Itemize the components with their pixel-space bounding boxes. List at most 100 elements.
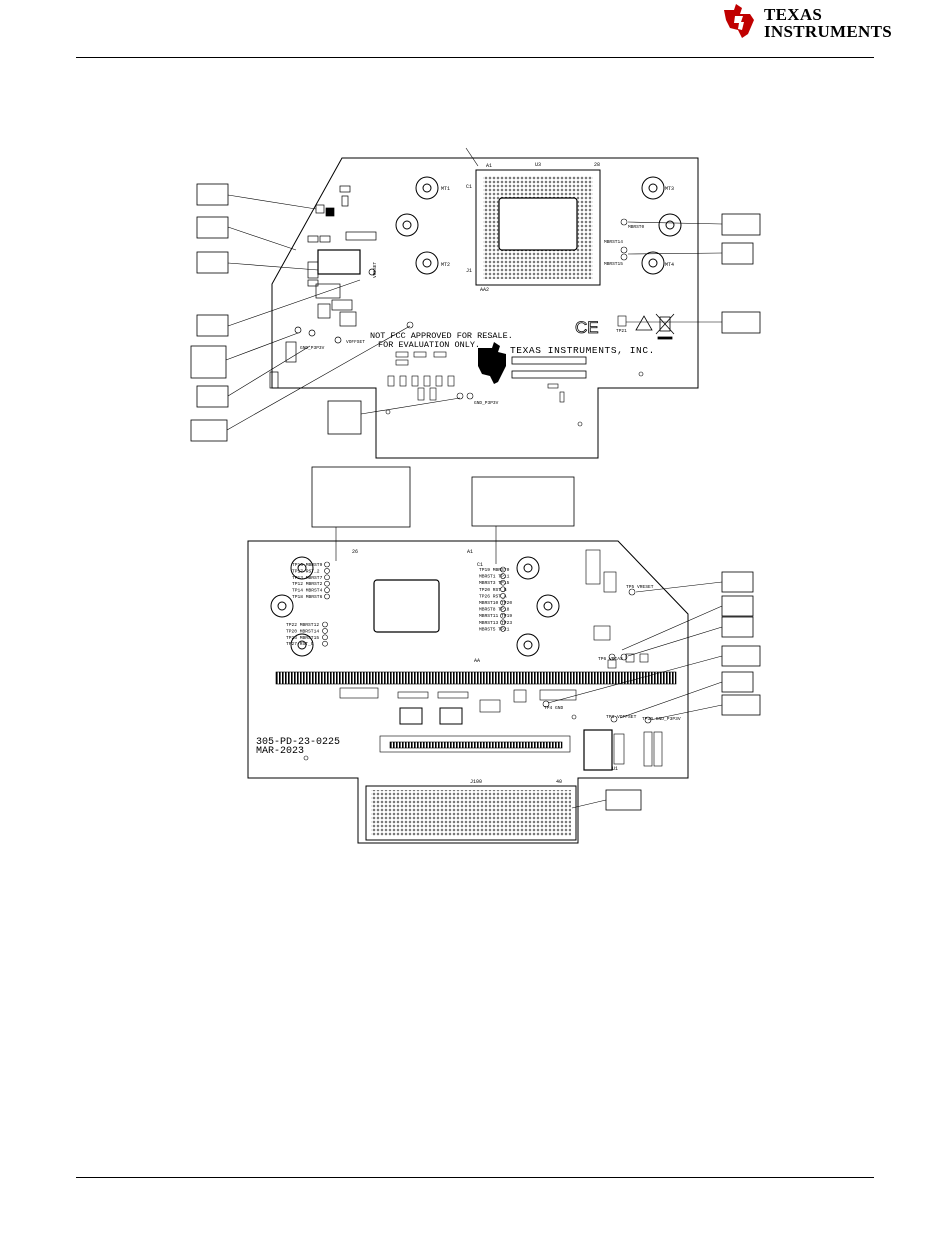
chip-pin-j1: J1: [466, 268, 472, 274]
mbrst0-label: MBRST0: [628, 224, 645, 230]
chip-pin-28: 28: [594, 162, 600, 168]
ti-logo-text: Texas Instruments: [764, 6, 892, 40]
testpoint-label: TP18 MBRST6: [292, 594, 323, 600]
callout-boxes-bottom: [311, 466, 761, 811]
tp-vreset: VRESET: [372, 261, 378, 278]
connector-row: [275, 671, 677, 685]
testpoint-label: TP14 MBRST4: [292, 588, 323, 594]
chip-ref: U3: [535, 162, 541, 168]
testpoint-pad: [322, 640, 328, 647]
connector-j100: [365, 785, 577, 841]
testpoint-pad: [500, 593, 506, 599]
testpoint-pad: [500, 573, 506, 579]
company-name: TEXAS INSTRUMENTS, INC.: [510, 345, 655, 356]
testpoint-label: MBRST5 TP21: [479, 626, 510, 632]
testpoint-label: TP20 RST_B: [479, 587, 507, 593]
mbrst14-label: MBRST14: [604, 239, 623, 245]
bottom-pin-c1: C1: [477, 562, 483, 568]
revision-date: MAR-2023: [256, 746, 304, 757]
weee-icon: [655, 313, 675, 340]
mount-mt3: MT3: [665, 186, 674, 192]
testpoint-label: TP12 MBRST2: [292, 581, 323, 587]
tp21-label: TP21: [616, 328, 627, 334]
testpoint-pad: [500, 586, 506, 593]
chip-pin-c1: C1: [466, 184, 472, 190]
testpoint-label: MBRST10 TP20: [479, 600, 512, 606]
testpoint-label: TP23 MBRST15: [286, 635, 319, 641]
testpoint-label: TP26 RST_A: [479, 593, 507, 599]
testpoint-label: TP20 MBRST14: [286, 628, 319, 634]
bottom-mount-holes: [270, 556, 560, 657]
testpoint-pad: [500, 579, 506, 586]
mount-mt4: MT4: [665, 262, 674, 268]
j100-label: J100: [470, 779, 482, 785]
testpoint-pad: [500, 599, 506, 606]
header-rule: [76, 57, 874, 58]
testpoint-label: TP22 MBRST12: [286, 622, 319, 628]
testpoint-label: MBRST11 TP19: [479, 613, 512, 619]
ti-logo-icon: [724, 4, 754, 38]
component-cluster-left: [269, 185, 377, 389]
chip-u3: [475, 169, 601, 286]
testpoint-label: TP13 MBRST7: [292, 575, 323, 581]
testpoint-label-right: TP4 GND: [544, 705, 564, 711]
testpoint-pad: [322, 621, 328, 628]
ce-mark: CE: [575, 318, 599, 337]
fcc-line-1: NOT FCC APPROVED FOR RESALE.: [370, 331, 513, 341]
top-board: A1 U3 28 C1 J1 AA2 MT1 MT2 MT3 MT4: [190, 147, 761, 459]
testpoint-pad: [500, 566, 506, 573]
testpoint-label: MBRST8 TP18: [479, 607, 510, 613]
bottom-pin-26: 26: [352, 549, 358, 555]
brand-line-1: Texas: [764, 5, 823, 24]
testpoint-pad: [322, 634, 328, 641]
callout-boxes-top: [190, 183, 761, 442]
testpoint-pad: [324, 574, 330, 581]
testpoint-pad: [500, 612, 506, 619]
testpoint-pad: [324, 593, 330, 600]
mount-holes: [395, 176, 682, 275]
testpoint-pad: [500, 619, 506, 626]
testpoint-label: MBRST1 TP11: [479, 574, 510, 580]
testpoint-label-right: TP30 GND_P3P3V: [642, 716, 681, 722]
testpoint-label: TP19 MBRST0: [479, 567, 510, 573]
mbrst15-label: MBRST15: [604, 261, 623, 267]
testpoint-pad: [324, 580, 330, 587]
footer-rule: [76, 1177, 874, 1178]
bottom-chip-cutout: [373, 579, 440, 633]
esd-icon: [635, 315, 653, 331]
part-number: 305-PD-23-0225: [256, 737, 340, 748]
tp-gnd-mid: GND_P3P3V: [474, 400, 499, 406]
mount-mt2: MT2: [441, 262, 450, 268]
chip-pin-a1: A1: [486, 163, 492, 169]
u1-label: U1: [612, 766, 618, 772]
brand-line-2: Instruments: [764, 22, 892, 41]
ti-logo: Texas Instruments: [720, 0, 892, 44]
bottom-pin-a1: A1: [467, 549, 473, 555]
testpoint-label: TP16 MBRST9: [292, 562, 323, 568]
bottom-pin-aa: AA: [474, 658, 480, 664]
testpoint-label: TP27 RST_C: [286, 641, 314, 647]
testpoint-pad: [322, 628, 328, 634]
tp-voffset: VOFFSET: [346, 339, 365, 345]
tp-gnd-p3p3v: GND_P3P3V: [300, 345, 325, 351]
testpoint-pad: [500, 606, 506, 612]
j100-pin-40: 40: [556, 779, 562, 785]
component-cluster-mid: [385, 218, 644, 427]
callout-arrows-top: [225, 194, 723, 431]
testpoint-pad: [500, 626, 506, 632]
callout-arrows-bottom: [335, 526, 723, 809]
testpoint-pad: [324, 587, 330, 593]
mount-mt1: MT1: [441, 186, 450, 192]
chip-pin-aa2: AA2: [480, 287, 489, 293]
fcc-line-2: FOR EVALUATION ONLY.: [378, 340, 480, 350]
ti-silk-logo: [478, 342, 506, 384]
testpoint-label: MBRST13 TP23: [479, 620, 512, 626]
bottom-components: [303, 549, 663, 771]
testpoint-label: TP17 RST_2: [292, 568, 320, 574]
